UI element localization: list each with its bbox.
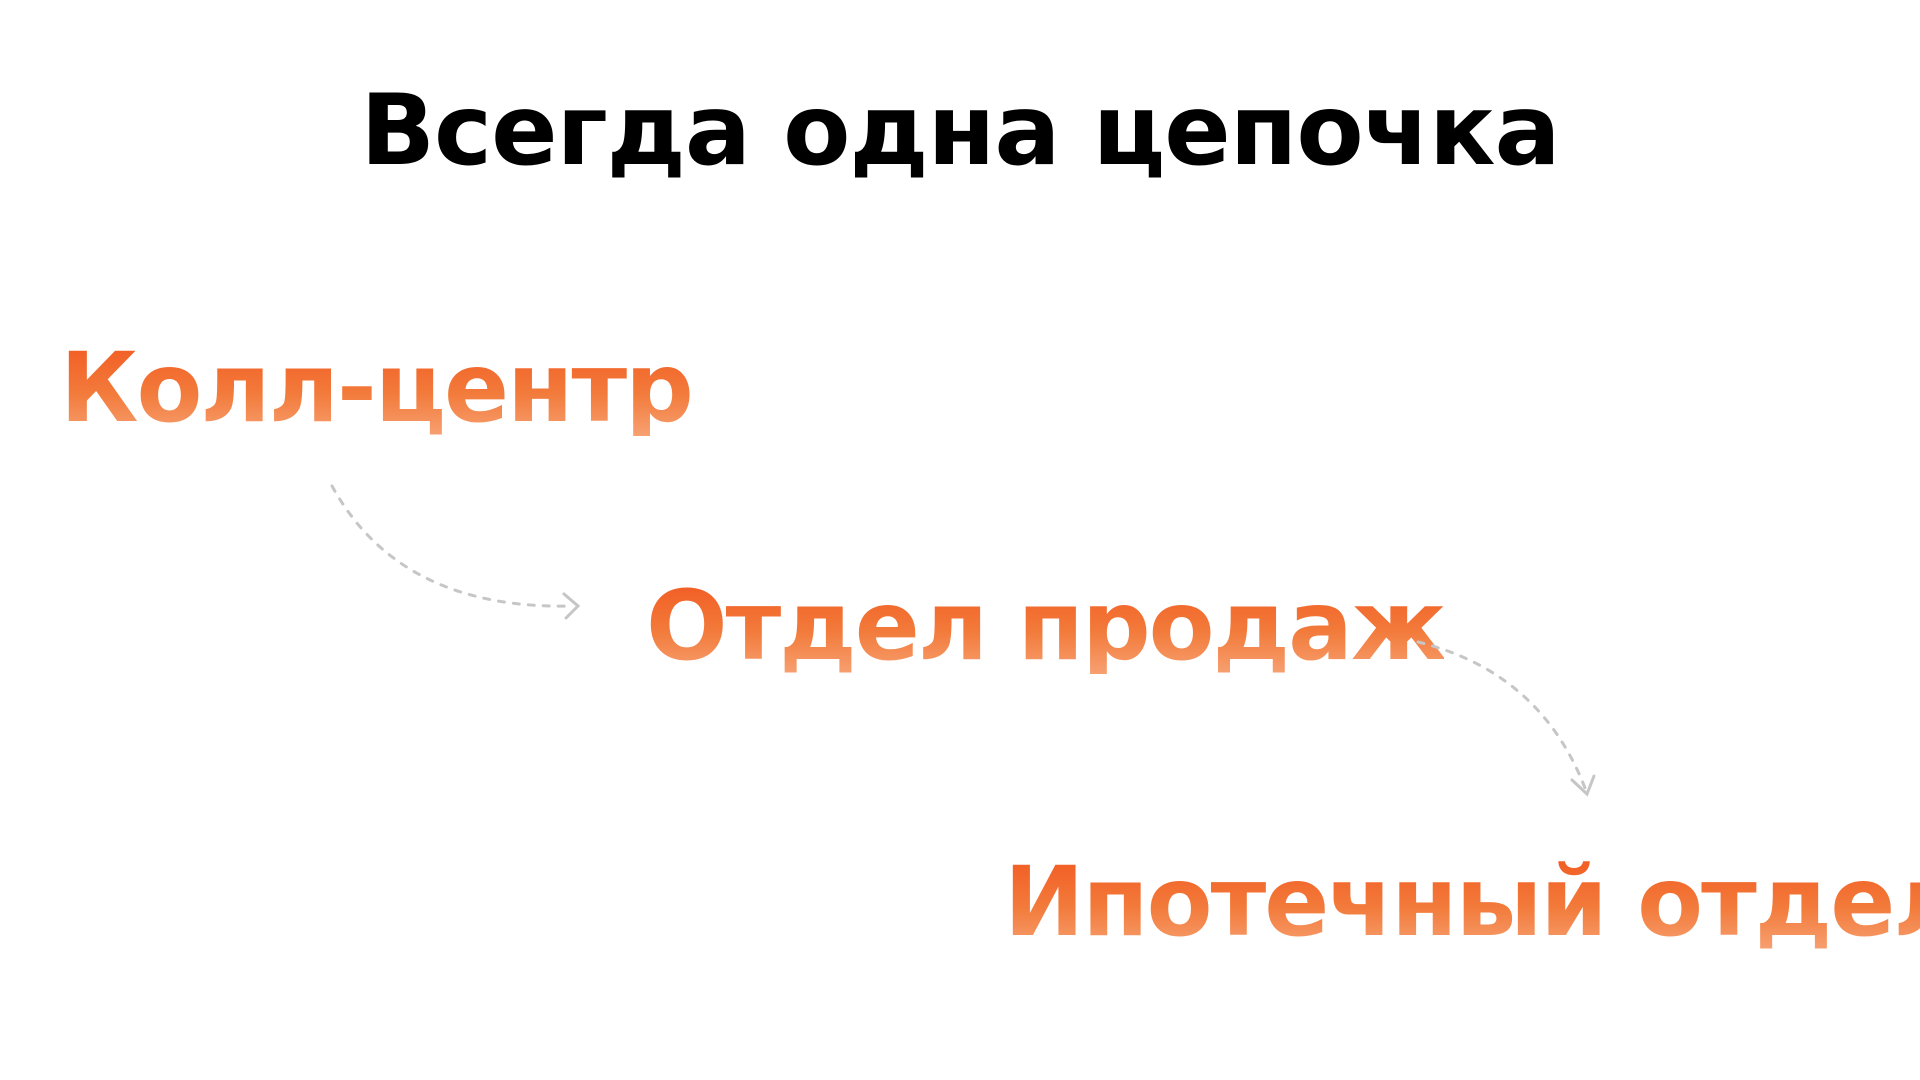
chain-step-mortgage-department: Ипотечный отдел xyxy=(1004,854,1920,950)
slide-title: Всегда одна цепочка xyxy=(360,74,1560,188)
dashed-curved-arrow-icon xyxy=(330,484,581,620)
chain-step-sales-department: Отдел продаж xyxy=(646,570,1446,682)
chain-step-call-center: Колл-центр xyxy=(60,332,694,444)
